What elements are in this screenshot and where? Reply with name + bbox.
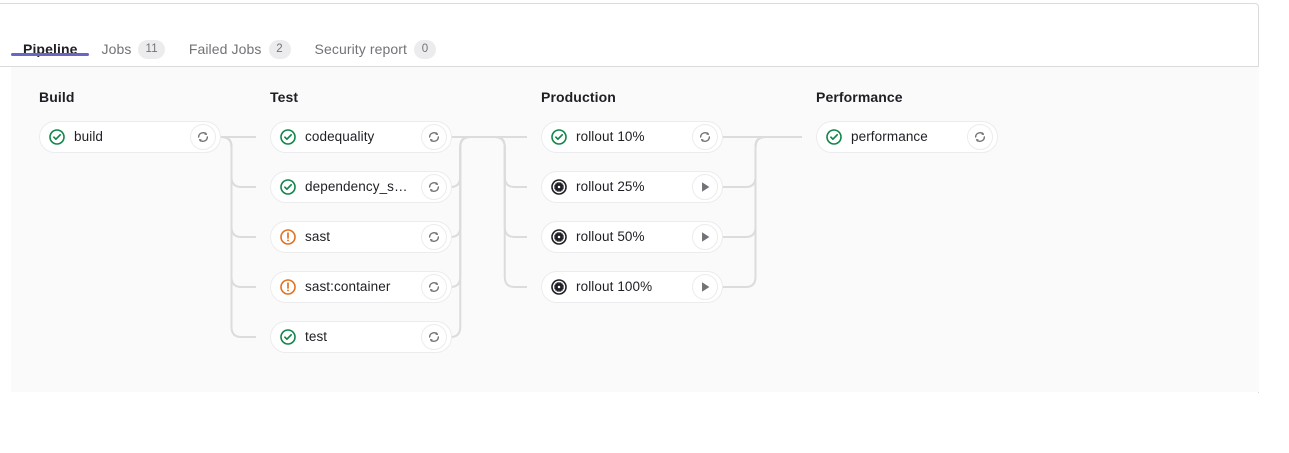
job-name: test — [305, 329, 328, 344]
job-card[interactable]: sast — [270, 221, 452, 253]
job-card[interactable]: dependency_s… — [270, 171, 452, 203]
tab-active-underline — [11, 53, 90, 56]
stage-title: Build — [39, 89, 75, 105]
tab-label: Pipeline — [23, 41, 78, 57]
job-card[interactable]: performance — [816, 121, 998, 153]
status-success-icon — [551, 129, 567, 145]
tab-jobs[interactable]: Jobs 11 — [89, 22, 176, 67]
tab-count-badge: 0 — [414, 39, 437, 59]
retry-job-button[interactable] — [421, 324, 447, 350]
job-name: sast:container — [305, 279, 391, 294]
job-card[interactable]: sast:container — [270, 271, 452, 303]
job-list: performance — [816, 121, 998, 153]
job-name: performance — [851, 129, 928, 144]
tab-list: Pipeline Jobs 11 Failed Jobs 2 Security repor… — [11, 22, 448, 67]
status-manual-icon — [551, 229, 567, 245]
tab-security-report[interactable]: Security report 0 — [303, 22, 449, 67]
play-job-button[interactable] — [692, 224, 718, 250]
tab-active-underline — [303, 53, 449, 56]
job-name: sast — [305, 229, 331, 244]
stage-column-build: Build build — [25, 67, 297, 153]
retry-job-button[interactable] — [421, 224, 447, 250]
job-card[interactable]: rollout 100% — [541, 271, 723, 303]
tab-active-underline — [89, 53, 176, 56]
retry-icon — [974, 132, 986, 142]
tab-label: Jobs — [101, 41, 132, 57]
status-warning-icon — [280, 279, 296, 295]
status-success-icon — [49, 129, 65, 145]
retry-icon — [197, 132, 209, 142]
retry-job-button[interactable] — [692, 124, 718, 150]
tab-pipeline[interactable]: Pipeline — [11, 22, 90, 67]
retry-job-button[interactable] — [421, 174, 447, 200]
status-success-icon — [280, 329, 296, 345]
retry-icon — [428, 182, 440, 192]
job-card[interactable]: build — [39, 121, 221, 153]
status-manual-icon — [551, 279, 567, 295]
tab-failed-jobs[interactable]: Failed Jobs 2 — [177, 22, 303, 67]
job-name: rollout 100% — [576, 279, 653, 294]
tab-active-underline — [177, 53, 303, 56]
stage-column-performance: Performance performance — [802, 67, 1074, 153]
stage-column-test: Test codequality dependency_s…sast sast:con… — [256, 67, 528, 353]
tab-label: Failed Jobs — [188, 41, 262, 57]
play-job-button[interactable] — [692, 174, 718, 200]
job-list: codequality dependency_s…sast sast:contain… — [270, 121, 452, 353]
status-success-icon — [280, 129, 296, 145]
stage-title: Performance — [816, 89, 903, 105]
job-card[interactable]: codequality — [270, 121, 452, 153]
job-card[interactable]: test — [270, 321, 452, 353]
retry-icon — [428, 332, 440, 342]
tab-label: Security report — [314, 41, 408, 57]
job-list: build — [39, 121, 221, 153]
job-name: rollout 25% — [576, 179, 645, 194]
job-name: rollout 50% — [576, 229, 645, 244]
job-name: build — [74, 129, 104, 144]
job-card[interactable]: rollout 25% — [541, 171, 723, 203]
stage-title: Test — [270, 89, 299, 105]
stage-columns: Build build Test codequality dependency_s…sa… — [11, 67, 1259, 392]
job-name: dependency_s… — [305, 179, 408, 194]
job-name: rollout 10% — [576, 129, 645, 144]
tab-count-badge: 11 — [138, 39, 165, 59]
job-card[interactable]: rollout 50% — [541, 221, 723, 253]
play-icon — [702, 182, 710, 192]
retry-icon — [428, 232, 440, 242]
job-list: rollout 10% rollout 25% rollout 50% rollout… — [541, 121, 723, 303]
retry-icon — [428, 132, 440, 142]
retry-job-button[interactable] — [421, 124, 447, 150]
stage-title: Production — [541, 89, 616, 105]
retry-job-button[interactable] — [967, 124, 993, 150]
retry-job-button[interactable] — [421, 274, 447, 300]
status-success-icon — [280, 179, 296, 195]
status-warning-icon — [280, 229, 296, 245]
tab-bar: Pipeline Jobs 11 Failed Jobs 2 Security repor… — [0, 22, 1259, 67]
status-success-icon — [826, 129, 842, 145]
job-card[interactable]: rollout 10% — [541, 121, 723, 153]
job-name: codequality — [305, 129, 375, 144]
pipeline-graph: Build build Test codequality dependency_s…sa… — [11, 67, 1259, 392]
retry-job-button[interactable] — [190, 124, 216, 150]
play-job-button[interactable] — [692, 274, 718, 300]
status-manual-icon — [551, 179, 567, 195]
play-icon — [702, 232, 710, 242]
tab-count-badge: 2 — [268, 39, 291, 59]
retry-icon — [699, 132, 711, 142]
retry-icon — [428, 282, 440, 292]
play-icon — [702, 282, 710, 292]
